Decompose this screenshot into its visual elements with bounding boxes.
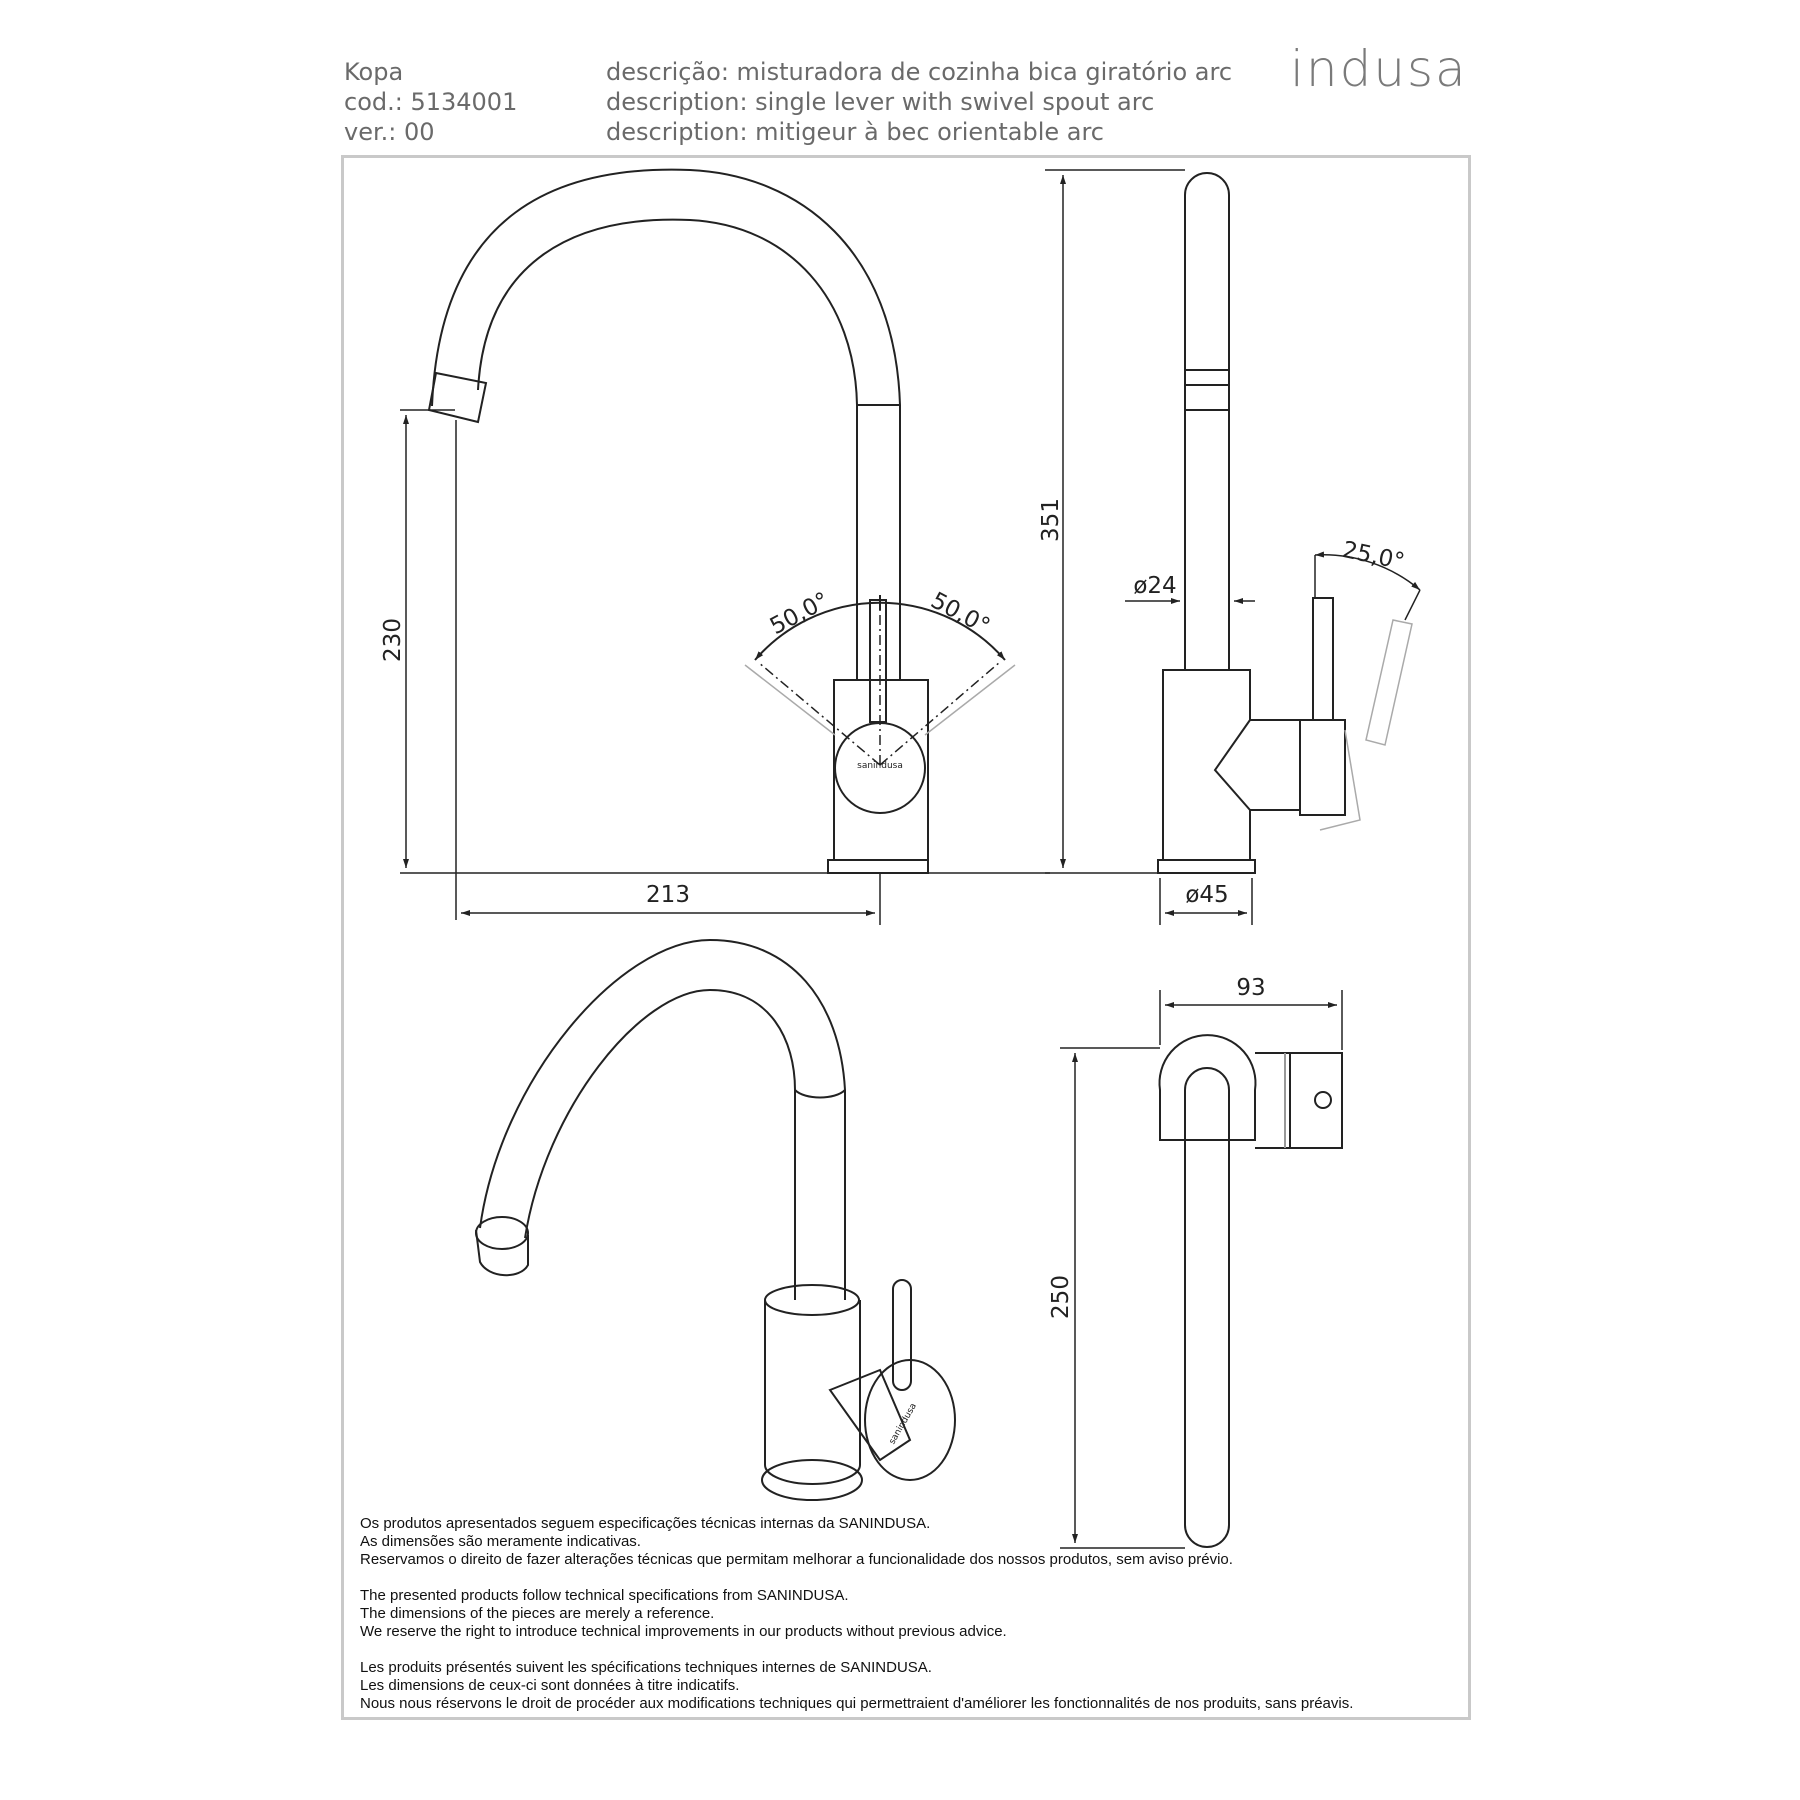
top-view [1158,1034,1343,1548]
note-line: Nous nous réservons le droit de procéder… [360,1695,1354,1712]
side-aerator [1184,369,1230,411]
dim-base-diameter: ø45 [1185,882,1228,908]
product-code: cod.: 5134001 [344,88,518,116]
note-line: We reserve the right to introduce techni… [360,1623,1007,1640]
note-line: Les dimensions de ceux-ci sont données à… [360,1677,740,1694]
note-line: Les produits présentés suivent les spéci… [360,1659,932,1676]
perspective-view [475,938,956,1501]
side-lever [1312,597,1334,721]
top-spout [1184,1067,1230,1548]
description-fr: description: mitigeur à bec orientable a… [606,118,1104,146]
top-body [1158,1034,1257,1141]
perspective-aerator [475,1216,529,1250]
description-en: description: single lever with swivel sp… [606,88,1155,116]
description-pt: descrição: misturadora de cozinha bica g… [606,58,1233,86]
perspective-base [761,1459,863,1501]
header-descriptions: descrição: misturadora de cozinha bica g… [606,57,1232,147]
notes-pt: Os produtos apresentados seguem especifi… [360,1515,1353,1569]
side-handle [1299,719,1346,816]
dim-total-height: 351 [1038,498,1064,542]
front-lever [869,599,887,723]
brand-logo: indusa [1290,40,1468,98]
dim-top-length: 250 [1048,1275,1074,1319]
side-base [1157,859,1256,874]
notes-en: The presented products follow technical … [360,1587,1353,1641]
top-lever [1314,1091,1332,1109]
disclaimer-notes: Os produtos apresentados seguem especifi… [360,1515,1353,1731]
front-aerator [427,371,488,424]
dim-lever-angle-left: 50,0° [766,588,834,640]
notes-fr: Les produits présentés suivent les spéci… [360,1659,1353,1713]
side-dimensions [1045,169,1255,925]
dim-spout-diameter: ø24 [1133,573,1176,599]
note-line: The dimensions of the pieces are merely … [360,1605,715,1622]
perspective-lever [892,1279,912,1391]
dim-lever-angle-right: 50,0° [926,588,994,640]
dim-spout-height: 230 [380,618,406,662]
product-name: Kopa [344,58,404,86]
perspective-handle-logo: sanindusa [888,1402,920,1447]
dim-spout-reach: 213 [646,882,690,908]
header-left: Kopa cod.: 5134001 ver.: 00 [344,57,517,147]
front-spout [431,168,901,680]
side-view [1157,172,1421,874]
top-dimensions [1060,990,1343,1549]
note-line: Reservamos o direito de fazer alterações… [360,1551,1233,1568]
perspective-spout [479,938,846,1300]
note-line: The presented products follow technical … [360,1587,849,1604]
front-handle-logo: sanindusa [857,761,903,771]
perspective-body [764,1300,861,1485]
note-line: As dimensões são meramente indicativas. [360,1533,641,1550]
front-base [827,859,929,874]
note-line: Os produtos apresentados seguem especifi… [360,1515,931,1532]
dim-top-depth: 93 [1236,975,1265,1001]
side-body [1162,669,1301,861]
dim-lever-tilt: 25,0° [1340,537,1407,575]
side-spout [1184,172,1230,670]
front-view [427,168,1016,874]
top-handle [1289,1052,1343,1149]
drawing-frame [341,155,1471,1720]
product-version: ver.: 00 [344,118,435,146]
front-dimensions [400,409,1050,925]
